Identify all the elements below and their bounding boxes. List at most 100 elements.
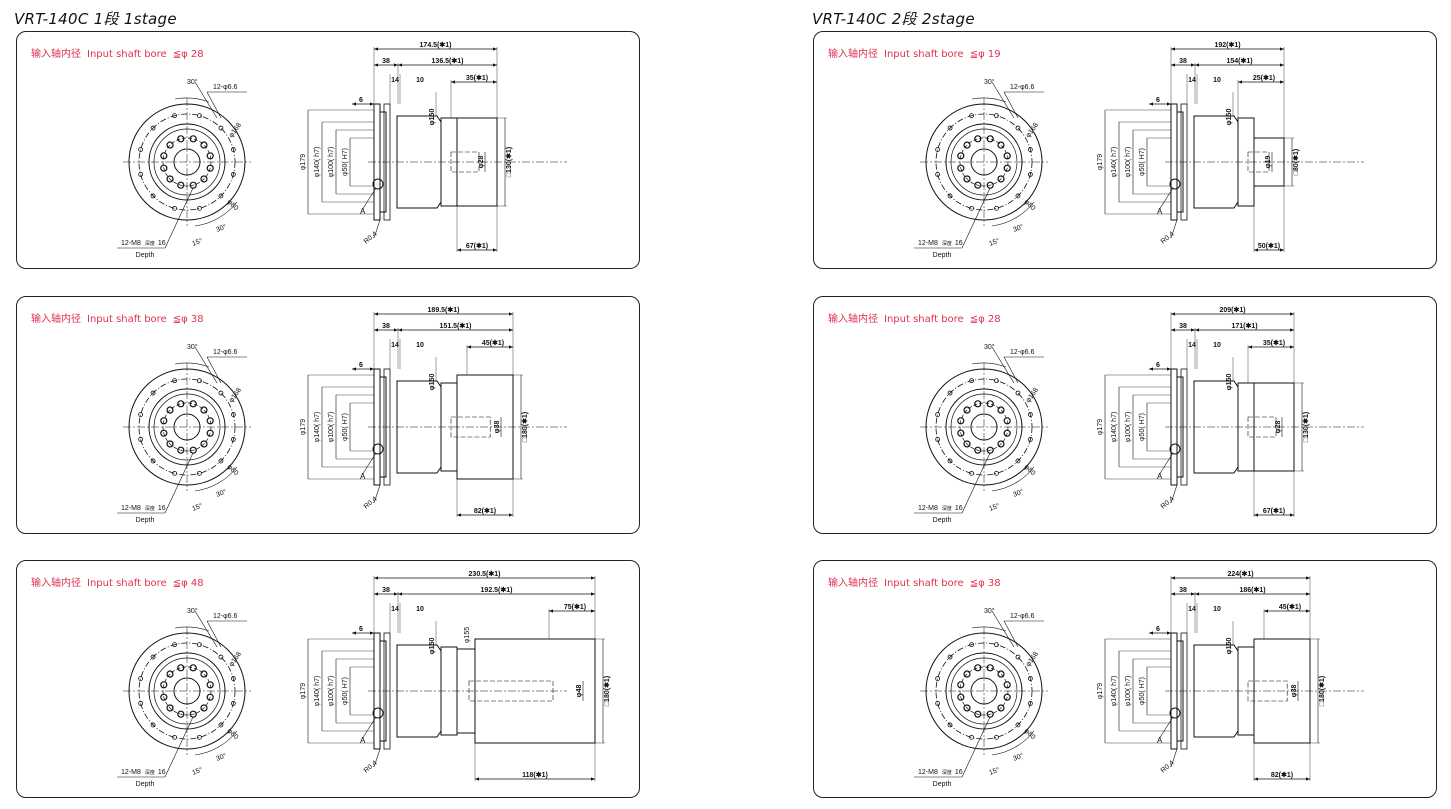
mounting-hole — [935, 147, 941, 152]
tapped-hole — [160, 152, 168, 160]
depth-cn: 深度 — [145, 505, 155, 512]
mounting-hole — [994, 734, 999, 740]
mounting-hole — [994, 205, 999, 211]
angle-arc-bottom — [194, 466, 238, 492]
tapped-hole — [166, 704, 174, 712]
leader-m8-2 — [164, 452, 194, 514]
motor-adapter — [1253, 638, 1311, 744]
diameter-100-label: φ100( h7) — [328, 147, 335, 178]
motor-square-label: □130(✱1) — [505, 147, 513, 177]
tapped-hole — [160, 681, 168, 689]
mounting-hole — [994, 113, 999, 119]
mounting-hole — [138, 147, 144, 152]
length-14-label: 14 — [1188, 342, 1196, 349]
tap-thread: 12-M8 — [121, 505, 141, 512]
tapped-hole — [206, 693, 214, 701]
detail-a-circle — [1169, 707, 1181, 719]
mounting-hole — [138, 172, 144, 177]
diameter-140-label: φ140( h7) — [1111, 147, 1118, 178]
shaft-diameter-label: φ19 — [1265, 155, 1272, 168]
angle-arc-top — [971, 362, 1007, 368]
tapped-hole — [166, 141, 174, 149]
depth-cn: 深度 — [942, 505, 952, 512]
mounting-hole — [935, 412, 941, 417]
leader-r04 — [1170, 748, 1178, 768]
angle-arc-top — [174, 97, 210, 103]
mounting-hole — [1027, 437, 1033, 442]
depth-cn: 深度 — [145, 769, 155, 776]
mounting-hole — [218, 458, 224, 464]
shaft-diameter-label: φ28 — [1275, 420, 1282, 433]
tapped-hole — [200, 141, 208, 149]
angle-arc-top — [174, 626, 210, 632]
mounting-hole — [138, 676, 144, 681]
tapped-hole — [160, 429, 168, 437]
tapped-hole — [200, 175, 208, 183]
tapped-hole — [957, 693, 965, 701]
bore-en: Input shaft bore — [884, 314, 964, 325]
tapped-hole — [974, 181, 982, 189]
tapped-hole — [963, 406, 971, 414]
leader-30 — [194, 346, 218, 384]
tapped-hole — [166, 175, 174, 183]
mounting-hole — [172, 470, 177, 476]
depth-en-label: Depth — [136, 781, 155, 788]
tapped-hole — [189, 664, 197, 672]
motor-adapter — [1253, 137, 1285, 187]
angle-30-bottom-label: 30° — [1012, 223, 1025, 234]
leader-holes-2 — [206, 91, 222, 119]
tapped-hole — [957, 152, 965, 160]
mounting-hole — [197, 205, 202, 211]
angle-arc-bottom — [991, 730, 1035, 756]
mounting-hole — [969, 205, 974, 211]
motor-length-dim: 82(✱1) — [1271, 771, 1293, 779]
mounting-hole — [935, 172, 941, 177]
input-shaft-hidden — [1247, 416, 1277, 438]
bore-cn: 输入轴内径 — [828, 578, 878, 589]
leader-holes-2 — [206, 620, 222, 648]
tapped-hole — [166, 440, 174, 448]
mounting-hole — [197, 642, 202, 648]
diameter-100-label: φ100( h7) — [1125, 412, 1132, 443]
input-shaft-hidden — [450, 151, 480, 173]
length-14-label: 14 — [391, 606, 399, 613]
diameter-155-label: φ155 — [464, 627, 471, 643]
depth-en-label: Depth — [136, 517, 155, 524]
mounting-hole — [230, 701, 236, 706]
depth-value: 16 — [955, 769, 963, 776]
mounting-hole — [969, 642, 974, 648]
tapped-hole — [166, 406, 174, 414]
tapped-hole — [200, 670, 208, 678]
mounting-hole — [1015, 125, 1021, 131]
mounting-hole — [218, 193, 224, 199]
diameter-80-label: φ80 — [226, 727, 240, 741]
tapped-hole — [206, 152, 214, 160]
tapped-hole — [1003, 429, 1011, 437]
tapped-hole — [177, 664, 185, 672]
diameter-80-label: φ80 — [226, 198, 240, 212]
leader-m8-2 — [164, 187, 194, 249]
mounting-hole — [947, 193, 953, 199]
mounting-hole — [197, 734, 202, 740]
detail-a-circle — [372, 178, 384, 190]
diameter-168-label: φ168 — [1025, 387, 1040, 404]
angle-arc-bottom — [194, 730, 238, 756]
depth-value: 16 — [158, 769, 166, 776]
angle-30-top-label: 30° — [984, 78, 995, 86]
diameter-50-label: φ50( H7) — [1139, 148, 1146, 176]
tap-thread: 12-M8 — [918, 769, 938, 776]
motor-square-label: □180(✱1) — [1318, 676, 1326, 706]
inner-length-dim: 171(✱1) — [1231, 322, 1257, 330]
total-length-dim: 224(✱1) — [1227, 570, 1253, 578]
mounting-hole — [150, 722, 156, 728]
mounting-hole — [1015, 458, 1021, 464]
detail-a-label: A — [1157, 207, 1163, 216]
mounting-hole — [172, 378, 177, 384]
